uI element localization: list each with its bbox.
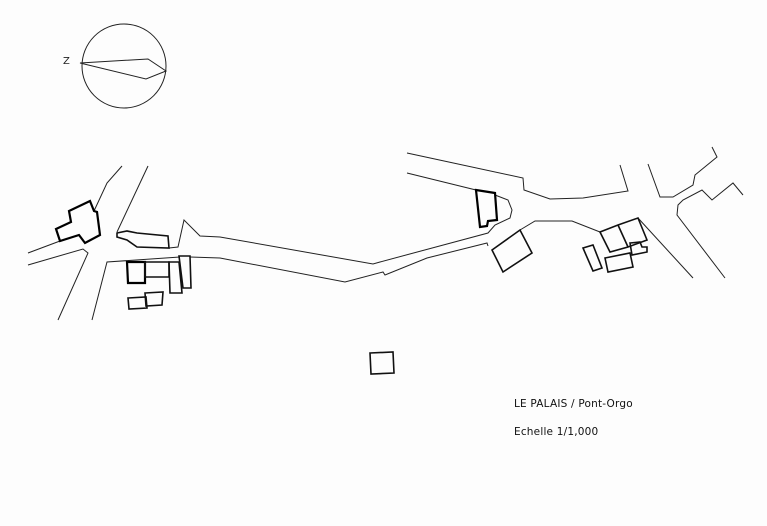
building	[168, 261, 183, 294]
building	[581, 244, 604, 272]
road-edge	[519, 220, 601, 233]
road-edge	[93, 165, 123, 212]
buildings	[54, 188, 649, 375]
road-edge	[116, 165, 149, 233]
map-title: LE PALAIS / Pont-Orgo	[514, 398, 633, 410]
road-edge	[647, 146, 718, 198]
compass-needle-icon	[79, 58, 168, 80]
road-edge	[27, 240, 61, 254]
road-edge	[406, 172, 477, 191]
building	[598, 216, 649, 253]
building	[629, 241, 648, 256]
road-edge	[637, 217, 694, 279]
building	[144, 291, 164, 307]
compass-rose	[79, 23, 168, 109]
building	[127, 296, 148, 310]
building	[474, 188, 499, 229]
building	[369, 351, 395, 375]
compass-label: Z	[63, 56, 70, 67]
building-divider	[617, 224, 629, 248]
compass-circle	[81, 23, 167, 109]
building	[490, 228, 534, 274]
building	[125, 260, 147, 285]
building	[604, 252, 634, 273]
roads	[27, 146, 744, 321]
road-edge	[91, 256, 181, 321]
road-edge	[406, 152, 629, 200]
road-edge	[676, 182, 744, 279]
building	[116, 230, 170, 249]
building	[144, 261, 170, 278]
building	[178, 255, 192, 289]
road-edge	[27, 248, 89, 321]
building	[54, 199, 102, 245]
map-scale: Echelle 1/1,000	[514, 426, 599, 438]
road-edge	[168, 194, 513, 265]
road-edge	[189, 242, 489, 283]
